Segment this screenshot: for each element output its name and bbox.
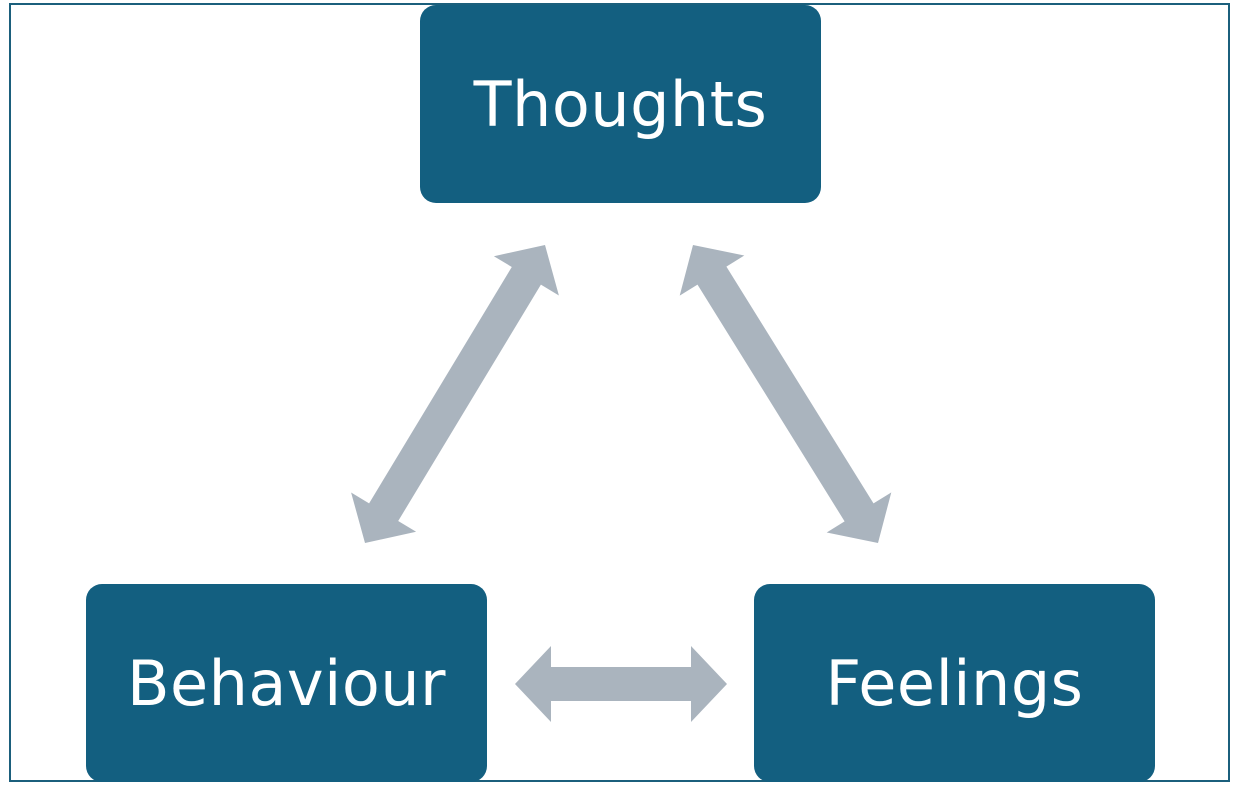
thoughts-node: Thoughts: [420, 5, 821, 203]
thoughts-label: Thoughts: [473, 67, 768, 141]
feelings-label: Feelings: [825, 646, 1084, 720]
feelings-node: Feelings: [754, 584, 1155, 782]
behaviour-label: Behaviour: [126, 646, 447, 720]
behaviour-node: Behaviour: [86, 584, 487, 782]
